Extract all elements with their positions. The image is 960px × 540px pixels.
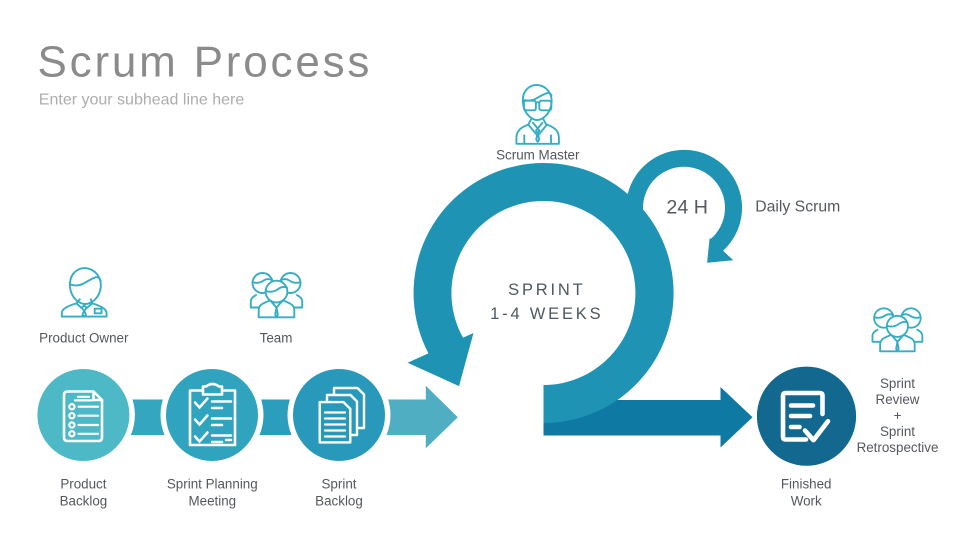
svg-text:Sprint: Sprint xyxy=(880,424,915,439)
svg-text:+: + xyxy=(894,408,902,423)
svg-text:Product: Product xyxy=(60,476,106,491)
svg-text:Sprint: Sprint xyxy=(322,476,357,491)
svg-text:Team: Team xyxy=(260,331,293,346)
svg-text:Review: Review xyxy=(876,392,920,407)
svg-text:1-4 WEEKS: 1-4 WEEKS xyxy=(490,305,603,323)
svg-text:Scrum Process: Scrum Process xyxy=(38,38,373,87)
svg-text:24 H: 24 H xyxy=(666,196,708,218)
svg-text:Sprint Planning: Sprint Planning xyxy=(167,476,258,491)
svg-text:Backlog: Backlog xyxy=(60,493,108,508)
svg-text:Retrospective: Retrospective xyxy=(857,440,939,455)
svg-text:Finished: Finished xyxy=(781,476,832,491)
svg-text:Daily Scrum: Daily Scrum xyxy=(755,199,840,216)
svg-text:Sprint: Sprint xyxy=(880,376,915,391)
svg-text:Meeting: Meeting xyxy=(188,493,236,508)
svg-text:Scrum Master: Scrum Master xyxy=(496,147,580,162)
svg-text:Backlog: Backlog xyxy=(315,493,363,508)
svg-text:SPRINT: SPRINT xyxy=(508,281,585,299)
svg-text:Work: Work xyxy=(791,493,822,508)
svg-text:Product Owner: Product Owner xyxy=(39,331,129,346)
svg-text:Enter your subhead line here: Enter your subhead line here xyxy=(39,92,245,109)
